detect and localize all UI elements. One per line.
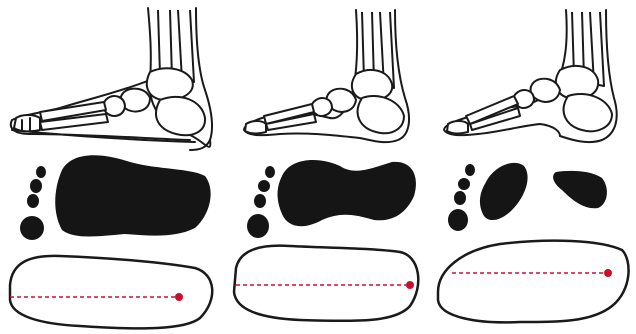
heel-print	[553, 171, 607, 208]
toe-print	[30, 179, 42, 193]
flat-foot-skeleton	[11, 8, 212, 150]
sole-print	[278, 160, 416, 226]
heel-dot	[604, 269, 612, 277]
sole-outline	[438, 241, 629, 323]
big-toe-print	[247, 214, 269, 238]
flat-foot-footprint	[20, 155, 211, 240]
big-toe-print	[448, 209, 468, 231]
sole-outline	[234, 246, 418, 321]
heel-dot	[406, 281, 414, 289]
toe-print	[265, 166, 275, 178]
toe-print	[254, 194, 266, 208]
sole-outline	[10, 256, 212, 328]
high-arch-footprint	[448, 163, 607, 231]
toe-print	[258, 180, 270, 192]
column-normal-arch	[234, 10, 418, 321]
toe-print	[27, 194, 39, 208]
toe-print	[454, 191, 466, 205]
flat-foot-outline	[10, 256, 212, 328]
high-arch-outline	[438, 241, 629, 323]
column-flat-foot	[10, 8, 212, 328]
big-toe-print	[20, 216, 44, 240]
sole-print	[55, 155, 210, 236]
toe-print	[36, 166, 46, 178]
normal-arch-outline	[234, 246, 418, 321]
heel-dot	[175, 293, 183, 301]
column-high-arch	[438, 10, 629, 322]
toe-print	[465, 164, 475, 176]
high-arch-skeleton	[444, 10, 617, 142]
forefoot-print	[480, 163, 528, 220]
normal-arch-footprint	[247, 160, 416, 238]
toe-print	[458, 178, 470, 190]
normal-arch-skeleton	[244, 10, 409, 142]
